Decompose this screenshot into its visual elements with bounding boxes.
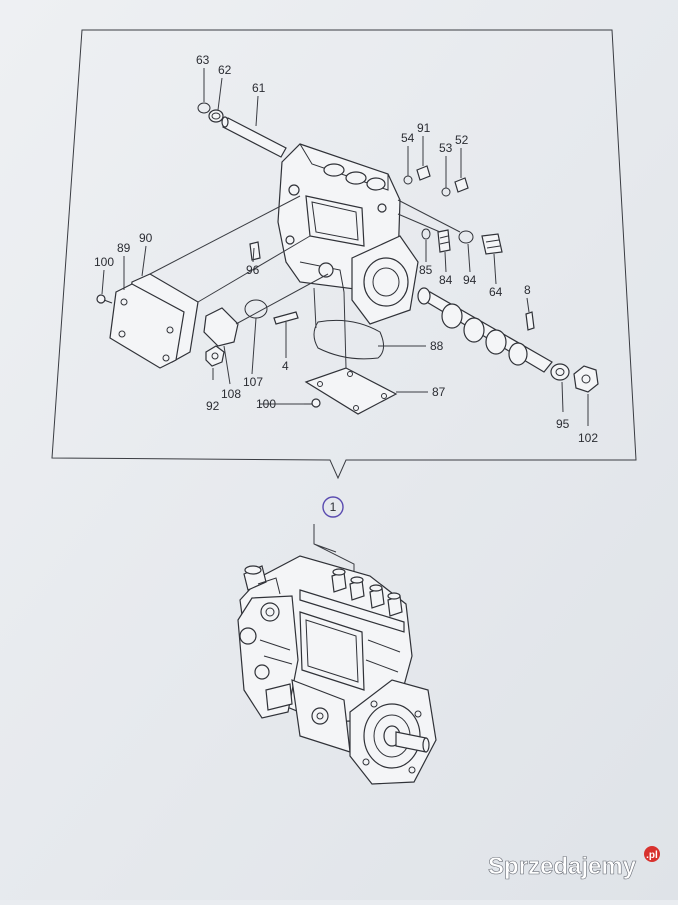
part-flange: [351, 235, 419, 325]
callout-4: 4: [282, 359, 289, 373]
callout-labels: 63 62 61 54 91 53 52 100 89 90 96 85 84 …: [94, 53, 598, 445]
part-oring-63: [197, 102, 211, 114]
callout-8: 8: [524, 283, 531, 297]
part-gasket-88: [313, 319, 384, 360]
watermark-logo: Sprzedajemy .pl: [488, 846, 660, 880]
part-nut-92: [205, 345, 225, 367]
callout-frame: [51, 29, 637, 480]
part-cover-89: [109, 283, 185, 369]
part-washer-95: [550, 363, 570, 381]
callout-92: 92: [206, 399, 220, 413]
watermark-brand: Sprzedajemy: [488, 853, 637, 880]
callout-107: 107: [243, 375, 263, 389]
callout-108: 108: [221, 387, 241, 401]
callout-54: 54: [401, 131, 415, 145]
callout-95: 95: [556, 417, 570, 431]
part-valve-52: [454, 177, 469, 193]
assembly-number-circle: [322, 496, 344, 518]
part-screw-100-left: [96, 294, 113, 304]
callout-52: 52: [455, 133, 469, 147]
callout-64: 64: [489, 285, 503, 299]
watermark-pl-badge: [644, 846, 660, 862]
part-gasket-108: [203, 307, 239, 347]
part-oring-107: [244, 299, 268, 319]
exploded-view: 63 62 61 54 91 53 52 100 89 90 96 85 84 …: [94, 53, 599, 445]
callout-53: 53: [439, 141, 453, 155]
leader-lines: [101, 68, 589, 426]
callout-90: 90: [139, 231, 153, 245]
callout-94: 94: [463, 273, 477, 287]
part-camshaft: [417, 287, 553, 373]
part-valve-91: [416, 165, 431, 181]
callout-100-top: 100: [94, 255, 114, 269]
callout-85: 85: [419, 263, 433, 277]
callout-87: 87: [432, 385, 446, 399]
part-stud-4: [273, 311, 299, 325]
part-key-8: [525, 311, 535, 331]
callout-84: 84: [439, 273, 453, 287]
part-screw-100-bottom: [304, 398, 321, 408]
assembly-number: 1: [330, 500, 337, 514]
part-nut-102: [573, 365, 599, 393]
callout-102: 102: [578, 431, 598, 445]
callout-91: 91: [417, 121, 431, 135]
part-oring-85: [421, 228, 431, 240]
part-cover-87: [304, 367, 398, 415]
part-plug-64: [481, 233, 503, 255]
callout-63: 63: [196, 53, 210, 67]
part-pin-96: [249, 241, 261, 261]
part-rod-61: [221, 116, 287, 158]
part-plug-62: [208, 109, 224, 123]
callout-89: 89: [117, 241, 131, 255]
callout-61: 61: [252, 81, 266, 95]
watermark-suffix: .pl: [646, 850, 658, 861]
callout-62: 62: [218, 63, 232, 77]
assembled-pump-drawing: [237, 555, 437, 785]
callout-96: 96: [246, 263, 260, 277]
callout-88: 88: [430, 339, 444, 353]
part-screw-84: [437, 229, 451, 253]
part-washer-94: [458, 230, 474, 244]
